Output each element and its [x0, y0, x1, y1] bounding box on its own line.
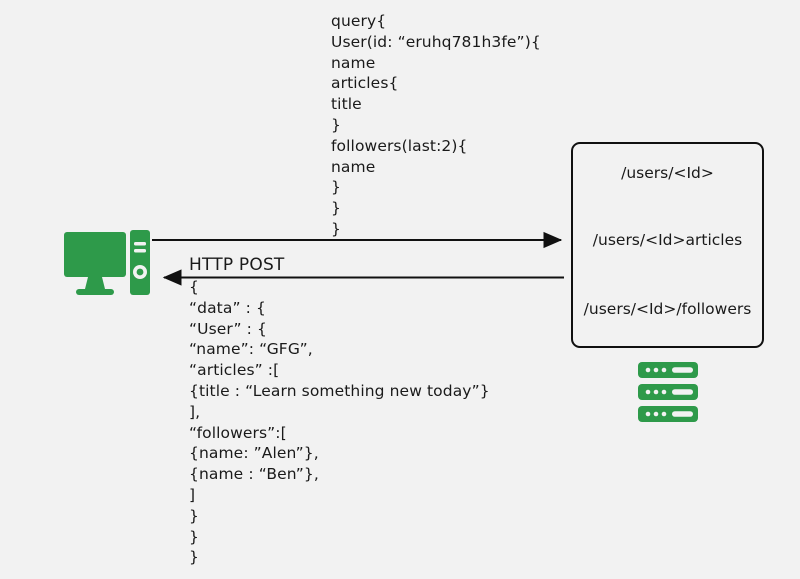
endpoint-users-id: /users/<Id> [621, 164, 714, 182]
json-response-text: { “data” : { “User” : { “name”: “GFG”, “… [189, 278, 490, 567]
endpoint-users-id-articles: /users/<Id>articles [592, 231, 743, 249]
graphql-query-text: query{ User(id: “eruhq781h3fe”){ name ar… [331, 12, 541, 238]
server-stack-icon [637, 361, 699, 423]
http-post-label: HTTP POST [189, 255, 285, 275]
desktop-computer-icon [62, 226, 152, 300]
endpoint-users-id-followers: /users/<Id>/followers [583, 300, 752, 318]
endpoints-box: /users/<Id> /users/<Id>articles /users/<… [571, 142, 764, 348]
